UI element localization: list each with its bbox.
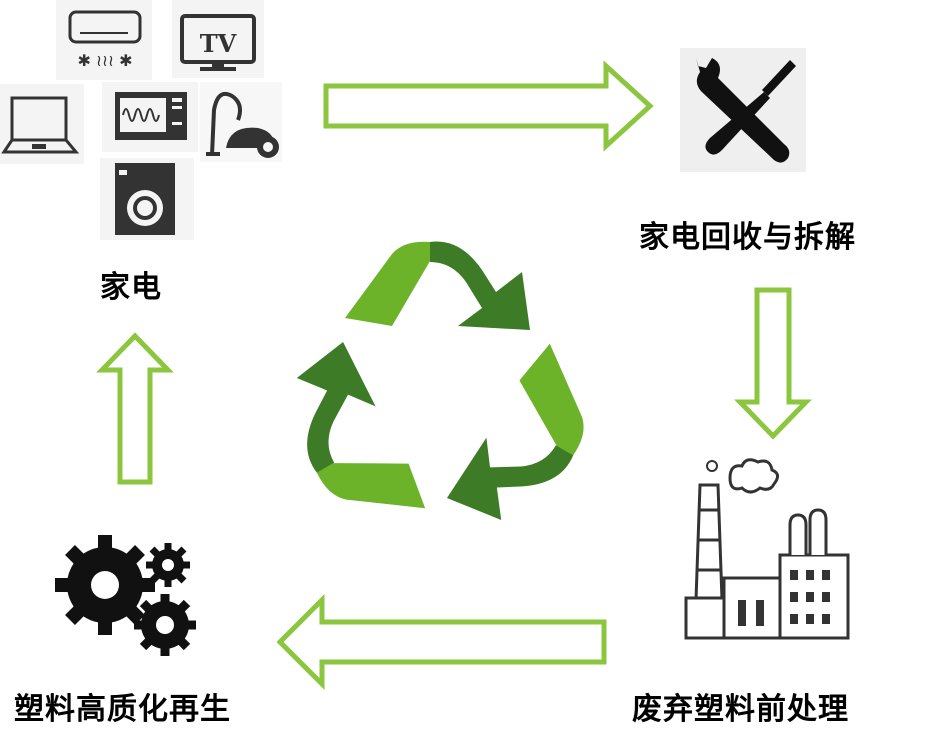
microwave-icon — [102, 82, 198, 152]
recycle-icon — [266, 241, 617, 547]
tv-icon: TV — [172, 0, 264, 78]
air-conditioner-icon: ✱ ≀≀≀ ✱ — [56, 0, 152, 80]
arrow-down — [734, 287, 812, 440]
label-recycling-dismantling: 家电回收与拆解 — [639, 220, 856, 255]
vacuum-cleaner-icon — [200, 82, 282, 162]
factory-icon — [684, 458, 850, 640]
label-appliances: 家电 — [100, 270, 162, 305]
laptop-icon — [0, 84, 84, 164]
arrow-left — [276, 593, 607, 691]
label-pretreatment: 废弃塑料前处理 — [632, 692, 849, 727]
label-regeneration: 塑料高质化再生 — [14, 692, 231, 727]
arrow-up — [96, 332, 174, 485]
wrench-screwdriver-icon — [680, 48, 806, 172]
arrow-right — [323, 60, 654, 152]
svg-text:✱ ≀≀≀ ✱: ✱ ≀≀≀ ✱ — [78, 51, 133, 70]
gears-icon — [55, 535, 196, 656]
washing-machine-icon — [100, 158, 194, 240]
tv-icon-text: TV — [200, 29, 237, 58]
